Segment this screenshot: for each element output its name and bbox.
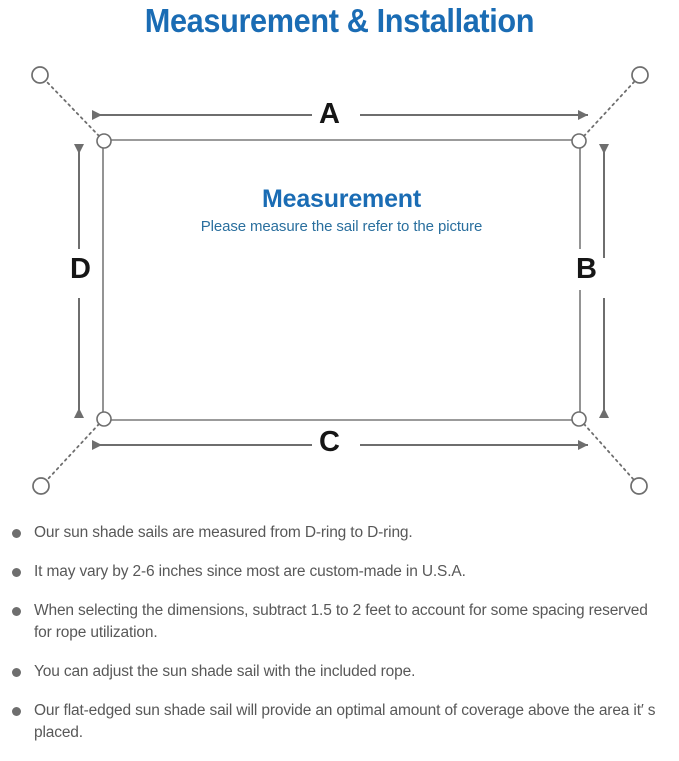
note-text: It may vary by 2-6 inches since most are…: [34, 563, 466, 580]
dimension-label-d: D: [67, 249, 94, 290]
top-left-anchor: [31, 66, 49, 84]
dimension-label-c: C: [312, 428, 347, 457]
bottom-left-anchor: [32, 477, 50, 495]
bullet-icon: [12, 707, 21, 716]
list-item: You can adjust the sun shade sail with t…: [0, 661, 679, 683]
note-text: Our flat-edged sun shade sail will provi…: [34, 702, 656, 741]
dimension-label-b: B: [573, 249, 600, 290]
bullet-icon: [12, 607, 21, 616]
measurement-diagram: A B C D Measurement Please measure the s…: [0, 46, 679, 518]
list-item: When selecting the dimensions, subtract …: [0, 600, 679, 644]
top-right-d-ring: [571, 133, 587, 149]
top-right-anchor: [631, 66, 649, 84]
rope-bottom-left: [46, 423, 100, 481]
list-item: It may vary by 2-6 inches since most are…: [0, 561, 679, 583]
bullet-icon: [12, 529, 21, 538]
sail-body: [102, 139, 581, 421]
note-text: Our sun shade sails are measured from D-…: [34, 524, 413, 541]
bottom-right-d-ring: [571, 411, 587, 427]
list-item: Our flat-edged sun shade sail will provi…: [0, 700, 679, 744]
note-text: When selecting the dimensions, subtract …: [34, 602, 648, 641]
rope-top-left: [46, 81, 100, 137]
rope-bottom-right: [583, 423, 635, 481]
note-text: You can adjust the sun shade sail with t…: [34, 663, 416, 680]
bottom-right-anchor: [630, 477, 648, 495]
bullet-icon: [12, 568, 21, 577]
bottom-left-d-ring: [96, 411, 112, 427]
list-item: Our sun shade sails are measured from D-…: [0, 522, 679, 544]
diagram-canvas: [31, 66, 649, 495]
bullet-icon: [12, 668, 21, 677]
page-title: Measurement & Installation: [144, 2, 535, 39]
dimension-label-a: A: [312, 100, 347, 129]
top-left-d-ring: [96, 133, 112, 149]
notes-list: Our sun shade sails are measured from D-…: [0, 522, 679, 761]
rope-top-right: [583, 81, 635, 137]
